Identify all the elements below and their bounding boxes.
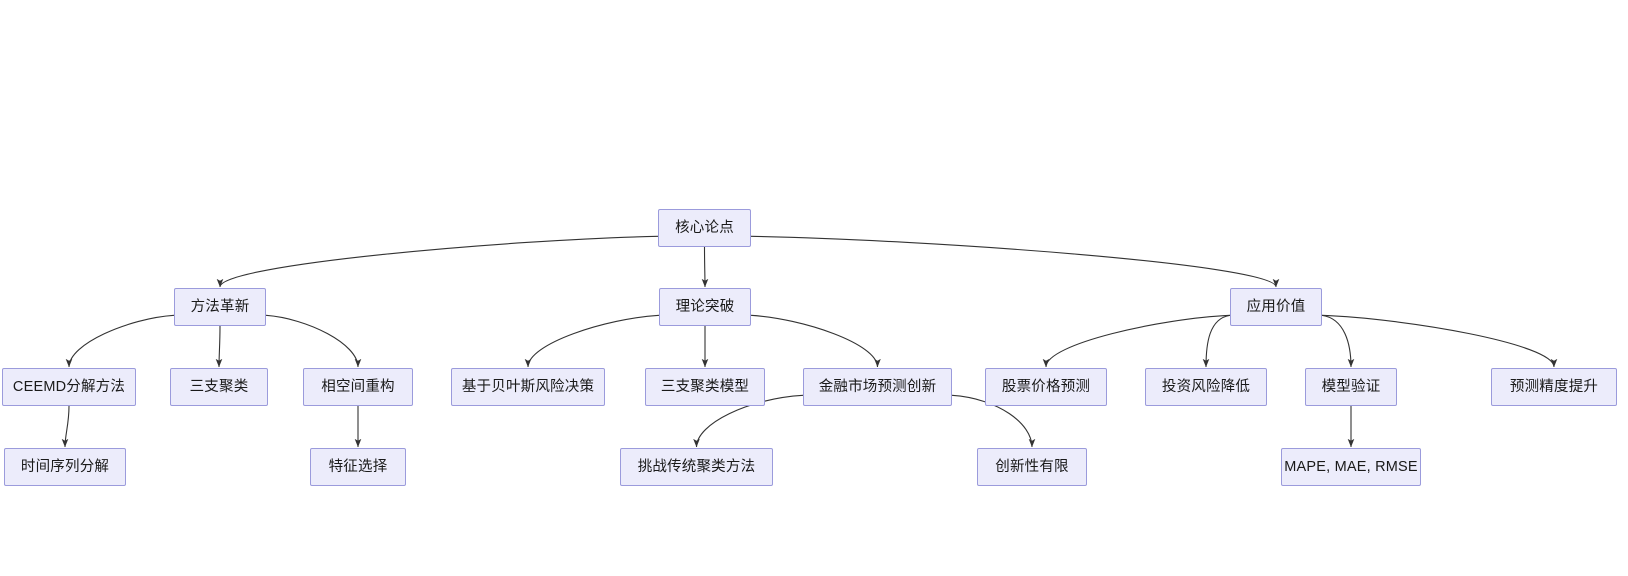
node-label: 特征选择 [328,458,388,475]
node-label: 理论突破 [675,298,735,315]
node-riskdown[interactable]: 投资风险降低 [1145,368,1267,406]
node-label: 相空间重构 [321,378,395,395]
node-label: 投资风险降低 [1161,378,1251,395]
node-application[interactable]: 应用价值 [1230,288,1322,326]
node-label: 基于贝叶斯风险决策 [461,378,595,395]
edge-core-to-method [216,235,659,288]
edge-method-to-threeway [215,325,223,368]
node-challenge[interactable]: 挑战传统聚类方法 [620,448,773,486]
node-label: 三支聚类 [189,378,249,395]
node-modelvalid[interactable]: 模型验证 [1305,368,1397,406]
node-label: 应用价值 [1246,298,1306,315]
node-tsdecomp[interactable]: 时间序列分解 [4,448,126,486]
node-theory[interactable]: 理论突破 [659,288,751,326]
node-label: 核心论点 [675,219,734,236]
edge-ceemd-to-tsdecomp [61,405,70,448]
node-label: 三支聚类模型 [660,378,750,395]
node-label: 预测精度提升 [1509,378,1599,395]
node-label: 时间序列分解 [20,458,110,475]
edge-application-to-accuracy [1321,314,1558,368]
edge-core-to-theory [701,246,709,288]
node-label: 金融市场预测创新 [818,378,937,395]
edge-application-to-stockpred [1042,314,1231,368]
node-bayes[interactable]: 基于贝叶斯风险决策 [451,368,605,406]
edge-theory-to-bayes [524,314,660,368]
node-method[interactable]: 方法革新 [174,288,266,326]
node-label: 股票价格预测 [1001,378,1091,395]
edge-core-to-application [750,235,1280,288]
edge-method-to-ceemd [65,314,175,368]
node-label: MAPE, MAE, RMSE [1284,458,1418,475]
node-metrics[interactable]: MAPE, MAE, RMSE [1281,448,1421,486]
edges-group [61,235,1558,448]
node-label: 方法革新 [190,298,250,315]
node-accuracy[interactable]: 预测精度提升 [1491,368,1617,406]
node-featsel[interactable]: 特征选择 [310,448,406,486]
node-label: CEEMD分解方法 [12,378,126,395]
node-stockpred[interactable]: 股票价格预测 [985,368,1107,406]
edge-theory-to-finance [750,314,881,368]
node-threeway[interactable]: 三支聚类 [170,368,268,406]
node-label: 挑战传统聚类方法 [637,458,756,475]
node-phasespace[interactable]: 相空间重构 [303,368,413,406]
edge-method-to-phasespace [265,314,362,368]
edge-application-to-modelvalid [1321,314,1355,368]
node-core[interactable]: 核心论点 [658,209,751,247]
node-label: 模型验证 [1321,378,1381,395]
node-limited[interactable]: 创新性有限 [977,448,1087,486]
node-threewaymodel[interactable]: 三支聚类模型 [645,368,765,406]
node-ceemd[interactable]: CEEMD分解方法 [2,368,136,406]
node-finance[interactable]: 金融市场预测创新 [803,368,952,406]
edge-application-to-riskdown [1202,314,1231,368]
node-label: 创新性有限 [995,458,1069,475]
